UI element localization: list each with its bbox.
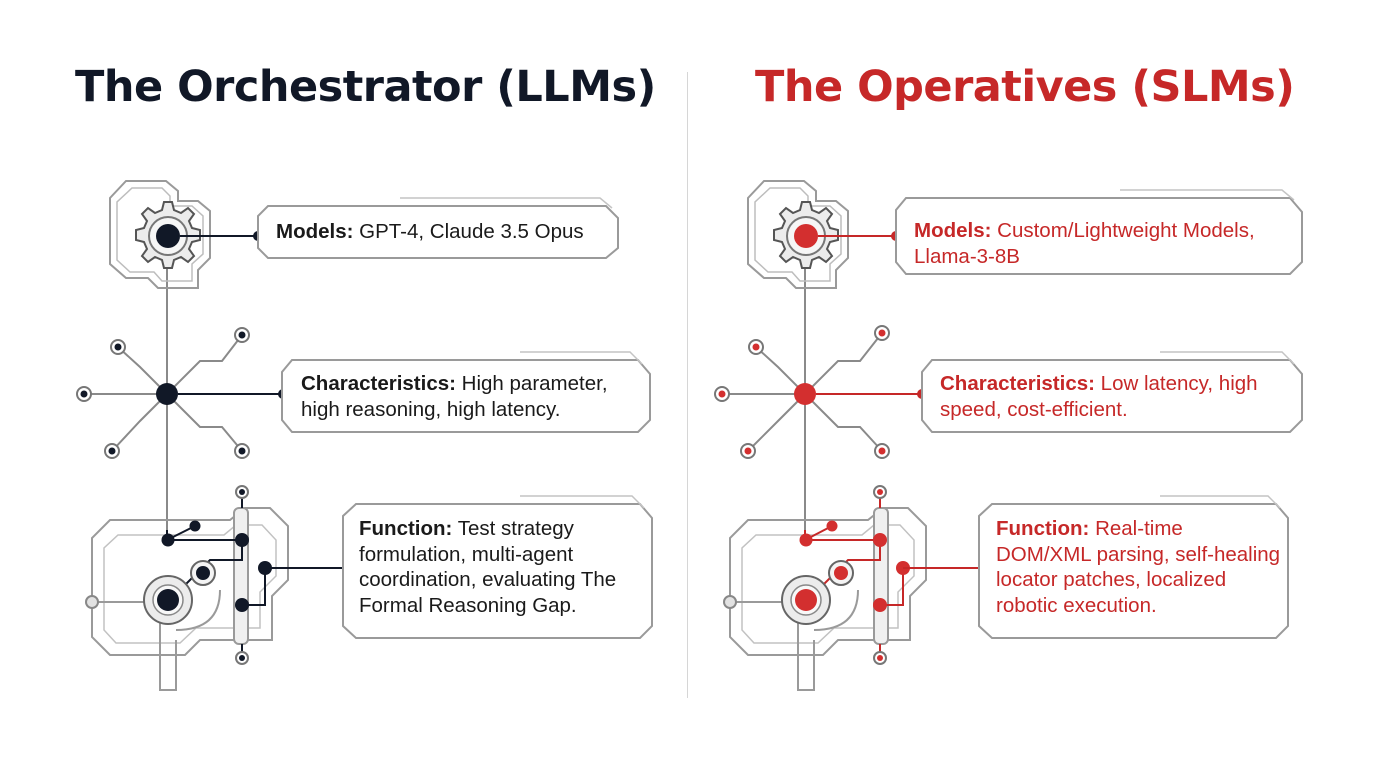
left-models-box: Models: GPT-4, Claude 3.5 Opus (276, 219, 616, 245)
left-characteristics-box: Characteristics: High parameter, high re… (301, 371, 646, 422)
right-characteristics-box: Characteristics: Low latency, high speed… (940, 371, 1290, 422)
right-characteristics-text: Low latency, high speed, cost-efficient. (940, 372, 1258, 421)
operatives-title: The Operatives (SLMs) (755, 62, 1295, 112)
right-function-label: Function: (996, 517, 1090, 540)
left-models-label: Models: (276, 220, 354, 243)
right-function-box: Function: Real-time DOM/XML parsing, sel… (996, 516, 1281, 618)
left-function-text: Test strategy formulation, multi-agent c… (359, 517, 617, 617)
left-characteristics-text: High parameter, high reasoning, high lat… (301, 372, 608, 421)
left-function-box: Function: Test strategy formulation, mul… (359, 516, 644, 618)
orchestrator-title: The Orchestrator (LLMs) (75, 62, 656, 112)
right-diagram (714, 180, 1303, 691)
column-divider (687, 72, 688, 698)
right-characteristics-label: Characteristics: (940, 372, 1095, 395)
left-models-text: GPT-4, Claude 3.5 Opus (359, 220, 584, 243)
right-models-text: Custom/Lightweight Models, Llama-3-8B (914, 219, 1255, 268)
left-function-label: Function: (359, 517, 453, 540)
right-models-label: Models: (914, 219, 992, 242)
left-diagram (76, 180, 653, 691)
left-characteristics-label: Characteristics: (301, 372, 456, 395)
right-models-box: Models: Custom/Lightweight Models, Llama… (914, 218, 1294, 269)
right-function-text: Real-time DOM/XML parsing, self-healing … (996, 517, 1281, 617)
